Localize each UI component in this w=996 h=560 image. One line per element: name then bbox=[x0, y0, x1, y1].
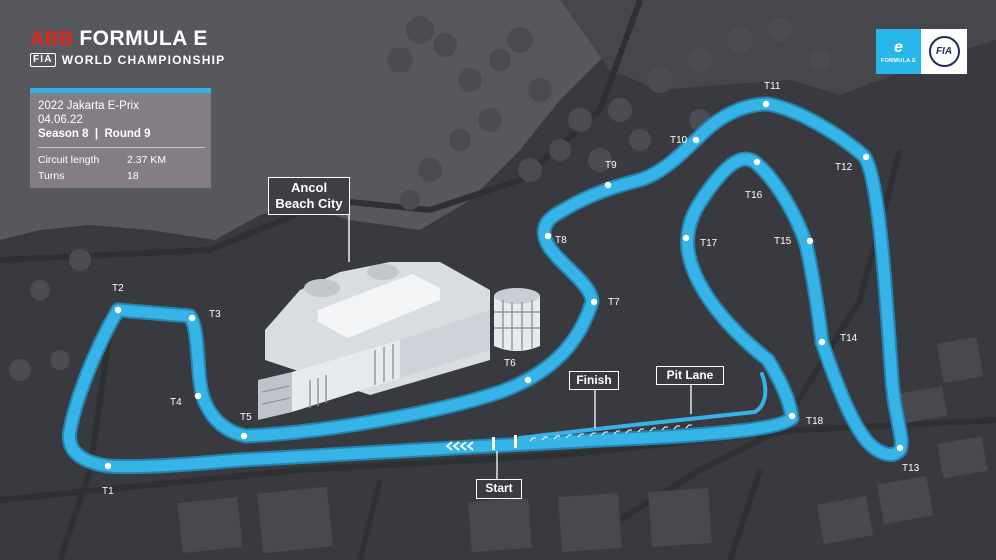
start-line bbox=[492, 437, 495, 450]
turn-label-t13: T13 bbox=[902, 463, 920, 474]
turn-label-t6: T6 bbox=[504, 358, 516, 369]
start-chevrons bbox=[445, 441, 474, 451]
turn-label-t5: T5 bbox=[240, 412, 252, 423]
turn-marker-t4 bbox=[194, 392, 202, 400]
fe-mark-icon: e bbox=[894, 38, 903, 56]
turn-marker-t1 bbox=[104, 462, 112, 470]
fia-logo: FIA bbox=[921, 29, 967, 74]
pit-lane-callout: Pit Lane bbox=[656, 366, 724, 385]
turn-marker-t10 bbox=[692, 136, 700, 144]
pit-garages bbox=[529, 424, 692, 442]
turn-label-t2: T2 bbox=[112, 283, 124, 294]
turn-marker-t8 bbox=[544, 232, 552, 240]
turn-label-t8: T8 bbox=[555, 235, 567, 246]
ancol-building bbox=[258, 262, 540, 420]
partner-logos: e FORMULA E FIA bbox=[876, 29, 967, 74]
turn-label-t9: T9 bbox=[605, 160, 617, 171]
turn-label-t7: T7 bbox=[608, 297, 620, 308]
formula-e-logo: e FORMULA E bbox=[876, 29, 921, 74]
turn-label-t15: T15 bbox=[774, 236, 792, 247]
formula-e-branding: ABB FORMULA E FIA WORLD CHAMPIONSHIP bbox=[30, 28, 225, 67]
turn-marker-t16 bbox=[753, 158, 761, 166]
series-name: FORMULA E bbox=[79, 27, 208, 50]
turn-label-t18: T18 bbox=[806, 416, 824, 427]
fia-mini-badge: FIA bbox=[30, 53, 56, 67]
turn-label-t16: T16 bbox=[745, 190, 763, 201]
callout-leaders bbox=[496, 384, 692, 479]
race-track bbox=[61, 96, 909, 475]
landmark-line1: Ancol bbox=[290, 180, 328, 195]
building-blocks bbox=[177, 336, 988, 554]
turn-marker-t9 bbox=[604, 181, 612, 189]
event-date: 04.06.22 bbox=[38, 114, 83, 126]
info-accent-bar bbox=[30, 88, 211, 93]
turn-label-t4: T4 bbox=[170, 397, 182, 408]
finish-line bbox=[514, 435, 517, 448]
turn-marker-t12 bbox=[862, 153, 870, 161]
turns-label: Turns bbox=[38, 170, 65, 182]
turn-label-t11: T11 bbox=[764, 81, 781, 92]
turn-marker-t14 bbox=[818, 338, 826, 346]
turn-marker-t6 bbox=[524, 376, 532, 384]
event-name: 2022 Jakarta E-Prix bbox=[38, 100, 139, 112]
tree-cluster bbox=[9, 16, 831, 381]
landmark-line2: Beach City bbox=[275, 196, 343, 211]
turn-label-t14: T14 bbox=[840, 333, 858, 344]
brand-subtitle: FIA WORLD CHAMPIONSHIP bbox=[30, 53, 225, 67]
start-callout: Start bbox=[476, 479, 522, 499]
turn-marker-t13 bbox=[896, 444, 904, 452]
championship-name: WORLD CHAMPIONSHIP bbox=[61, 53, 226, 67]
brand-title: ABB FORMULA E bbox=[30, 27, 225, 51]
turn-marker-t17 bbox=[682, 234, 690, 242]
turn-markers bbox=[104, 100, 904, 470]
season-round: Season 8 | Round 9 bbox=[38, 128, 151, 140]
circuit-length-label: Circuit length bbox=[38, 154, 100, 166]
event-info-panel: 2022 Jakarta E-Prix 04.06.22 Season 8 | … bbox=[30, 88, 211, 188]
turn-marker-t5 bbox=[240, 432, 248, 440]
turns-row: Turns 18 bbox=[38, 168, 203, 184]
turn-marker-t3 bbox=[188, 314, 196, 322]
turn-marker-t2 bbox=[114, 306, 122, 314]
turn-label-t3: T3 bbox=[209, 309, 221, 320]
turn-marker-t11 bbox=[762, 100, 770, 108]
turn-label-t1: T1 bbox=[102, 486, 114, 497]
turn-marker-t18 bbox=[788, 412, 796, 420]
fia-badge-icon: FIA bbox=[928, 36, 960, 67]
pit-lane-path bbox=[518, 372, 768, 440]
circuit-length-row: Circuit length 2.37 KM bbox=[38, 152, 203, 168]
turn-label-t12: T12 bbox=[835, 162, 853, 173]
landmark-ancol-label: Ancol Beach City bbox=[268, 177, 350, 215]
turn-label-t10: T10 bbox=[670, 135, 688, 146]
abb-logo: ABB bbox=[30, 28, 74, 50]
turns-value: 18 bbox=[127, 170, 139, 182]
finish-callout: Finish bbox=[569, 371, 619, 390]
circuit-length-value: 2.37 KM bbox=[127, 154, 167, 166]
turn-label-t17: T17 bbox=[700, 238, 718, 249]
turn-marker-t15 bbox=[806, 237, 814, 245]
turn-marker-t7 bbox=[590, 298, 598, 306]
info-divider bbox=[38, 147, 205, 148]
fe-logo-text: FORMULA E bbox=[880, 57, 917, 64]
